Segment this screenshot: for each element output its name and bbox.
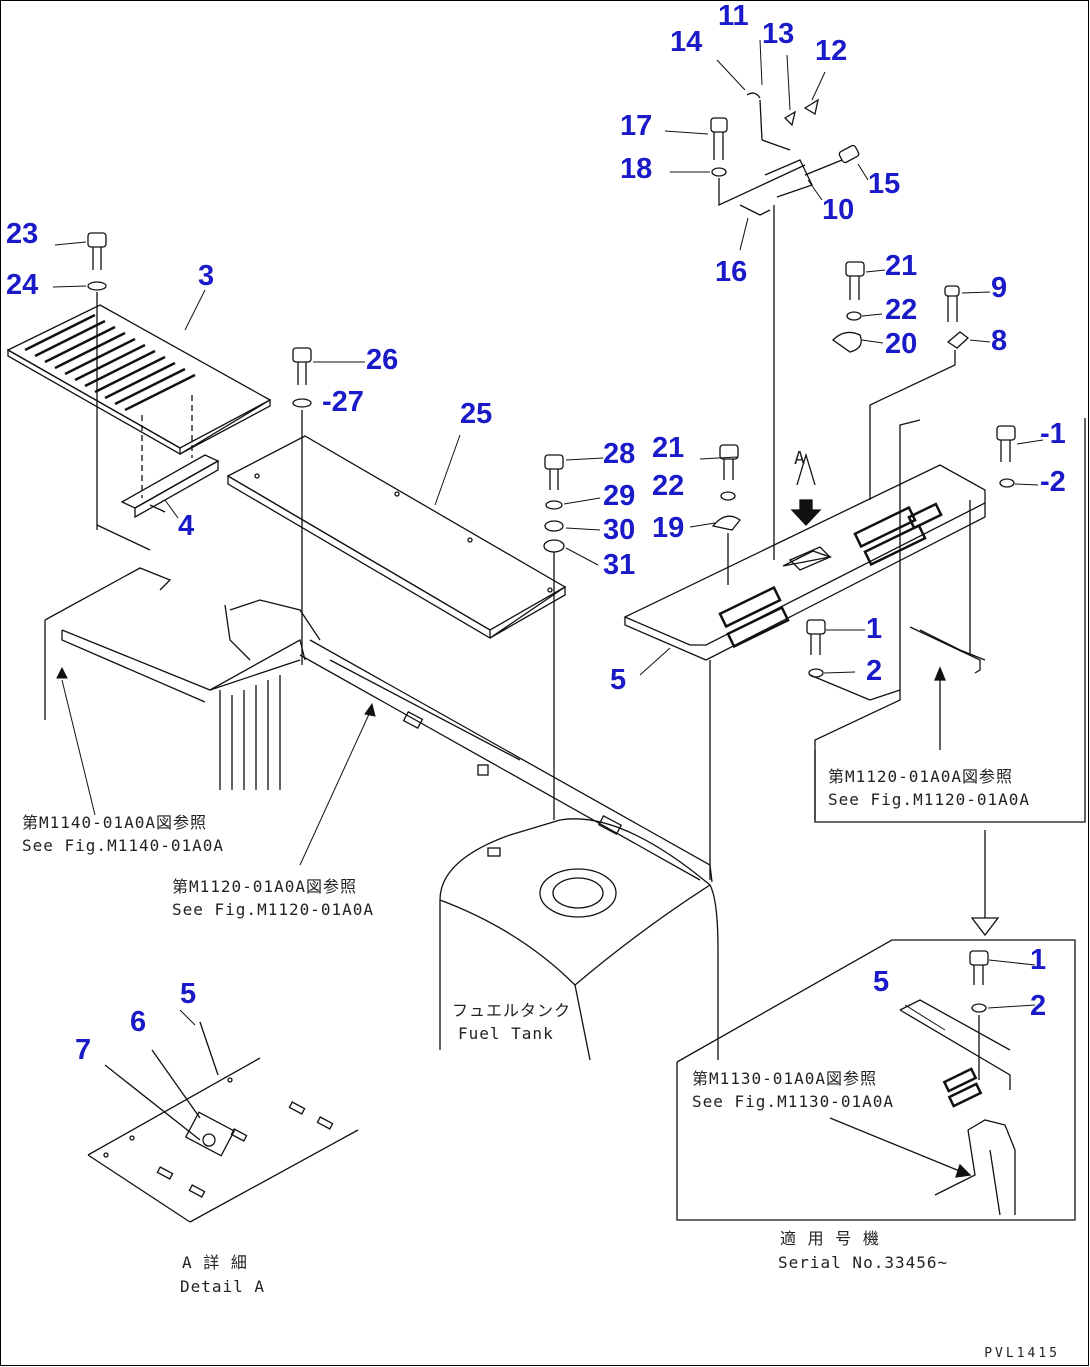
callout-27: -27 [322,386,364,418]
callout-19: 19 [652,512,685,544]
callout-20: 20 [885,328,918,360]
callout-4: 4 [178,510,195,542]
serial-jp: 適 用 号 機 [780,1229,880,1248]
callout-18: 18 [620,153,653,185]
callout-7: 7 [75,1034,92,1066]
callout-30: 30 [603,514,636,546]
callout-23: 23 [6,218,39,250]
callout-5-inset: 5 [873,966,890,998]
ref-m1120-left-jp: 第M1120-01A0A図参照 [172,877,357,896]
bolt-1-2-upper [969,425,1016,655]
callout-11: 11 [718,0,749,32]
plate-5 [623,464,986,880]
drawing-code: PVL1415 [984,1346,1060,1361]
callout-13: 13 [762,18,795,50]
ref-m1130-en: See Fig.M1130-01A0A [692,1092,895,1111]
callout-10: 10 [822,194,855,226]
callout-9: 9 [991,272,1008,304]
callout-6: 6 [130,1006,147,1038]
callout-8: 8 [991,325,1008,357]
serial-inset [676,830,1076,1221]
ref-m1140-jp: 第M1140-01A0A図参照 [22,813,207,832]
serial-en: Serial No.33456~ [778,1253,949,1272]
callout-21-upper: 21 [885,250,918,282]
callout-17: 17 [620,110,653,142]
bolt-28-stack [543,454,565,820]
leader-lines [52,39,1044,1031]
latch-assembly [710,92,860,560]
cover-plate-3 [6,304,272,456]
callout-2-inset: 2 [1030,990,1047,1022]
callout-24: 24 [6,269,39,301]
callout-2-mid: 2 [866,655,883,687]
fuel-tank [439,818,719,1061]
callout-5-centre: 5 [610,664,627,696]
ref-m1120-right-en: See Fig.M1120-01A0A [828,790,1031,809]
detail-a-en: Detail A [180,1277,266,1296]
callout-1-mid: 1 [866,613,883,645]
bolt-23 [87,232,151,551]
bolt-1-2-lower [806,619,826,678]
fuel-tank-jp: フュエルタンク [452,1001,572,1020]
bolt-21-22-20 [831,261,865,353]
callout-16: 16 [715,256,748,288]
callout-2-upper: -2 [1040,466,1066,498]
callout-31: 31 [603,549,636,581]
callout-21-lower: 21 [652,432,685,464]
callout-25: 25 [460,398,493,430]
callout-1-inset: 1 [1030,944,1047,976]
cover-25 [226,435,567,640]
arrow-a [790,452,822,526]
view-mark-a: A [794,448,806,469]
callout-5-detail: 5 [180,978,197,1010]
callout-26: 26 [366,344,399,376]
fuel-tank-en: Fuel Tank [458,1024,554,1043]
ref-m1120-right-jp: 第M1120-01A0A図参照 [828,767,1013,786]
callout-22-upper: 22 [885,294,918,326]
callout-12: 12 [815,35,848,67]
bracket-4 [120,395,220,519]
bolt-26 [292,347,312,665]
callout-28: 28 [603,438,636,470]
detail-a [87,1021,359,1223]
bolt-9-8 [814,285,970,820]
callout-1-upper: -1 [1040,418,1066,450]
ref-m1120-left-en: See Fig.M1120-01A0A [172,900,375,919]
callout-22-lower: 22 [652,470,685,502]
ref-box-m1120-right [814,418,1086,823]
callout-14: 14 [670,26,703,58]
bolt-21-22-19 [711,444,741,585]
callout-29: 29 [603,480,636,512]
callout-3: 3 [198,260,215,292]
rail-bracket [909,626,986,674]
callout-15: 15 [868,168,901,200]
ref-m1130-jp: 第M1130-01A0A図参照 [692,1069,877,1088]
detail-a-jp: A 詳 細 [182,1253,248,1272]
ref-m1140-en: See Fig.M1140-01A0A [22,836,225,855]
